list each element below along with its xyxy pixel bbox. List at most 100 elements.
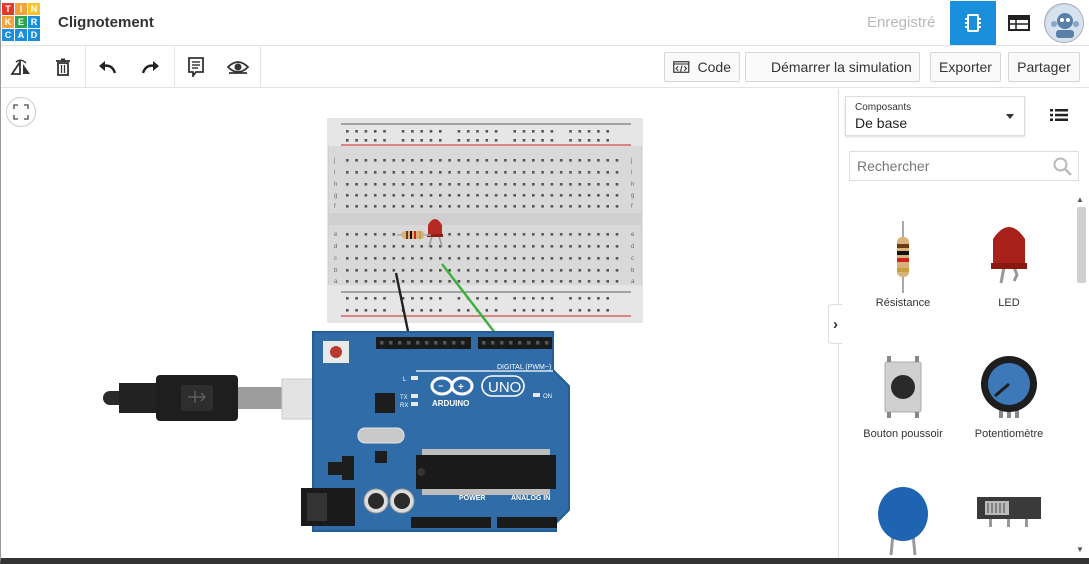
power-label: POWER <box>459 495 485 502</box>
component-capacitor[interactable] <box>853 479 953 558</box>
arduino-uno-board[interactable]: DIGITAL (PWM~) − + ARDUINO UNO L TX RX <box>301 331 570 532</box>
logo-letter: K <box>2 16 14 28</box>
code-button[interactable]: Code <box>664 52 740 82</box>
logo-letter: T <box>2 3 14 15</box>
panel-collapse-button[interactable]: › <box>828 304 842 344</box>
arduino-logo-icon: − + <box>430 376 474 396</box>
component-slide-switch[interactable] <box>959 479 1059 558</box>
potentiometer-icon <box>981 356 1037 418</box>
capacitor-icon <box>878 487 928 556</box>
analog-in-label: ANALOG IN <box>511 495 550 502</box>
table-icon <box>1008 15 1030 31</box>
usb-cable[interactable] <box>103 375 351 421</box>
dropdown-value: De base <box>855 115 908 131</box>
robot-avatar-icon <box>1046 5 1083 42</box>
logo-letter: N <box>28 3 40 15</box>
logo-letter: D <box>28 29 40 41</box>
user-avatar[interactable] <box>1044 3 1084 43</box>
svg-text:c: c <box>631 256 634 262</box>
component-label: Résistance <box>875 297 931 309</box>
resistor-icon <box>897 221 909 293</box>
svg-text:f: f <box>334 204 336 210</box>
fit-view-icon <box>13 104 29 120</box>
black-wire[interactable] <box>394 272 412 342</box>
project-title[interactable]: Clignotement <box>58 14 154 31</box>
logo-letter: E <box>15 16 27 28</box>
svg-text:−: − <box>438 381 443 391</box>
component-pushbutton[interactable]: Bouton poussoir <box>853 348 953 440</box>
undo-button[interactable] <box>93 53 123 81</box>
delete-button[interactable] <box>48 53 78 81</box>
share-button-label: Partager <box>1017 59 1071 75</box>
list-icon <box>1050 109 1068 121</box>
l-led-label: L <box>403 377 407 383</box>
schematic-view-button[interactable] <box>996 1 1042 45</box>
redo-button[interactable] <box>135 53 165 81</box>
share-button[interactable]: Partager <box>1008 52 1080 82</box>
pushbutton-icon <box>884 356 922 418</box>
svg-text:+: + <box>458 382 464 393</box>
component-led[interactable]: LED <box>959 217 1059 309</box>
dropdown-caption: Composants <box>855 102 912 113</box>
svg-text:g: g <box>334 193 337 199</box>
svg-text:e: e <box>631 232 635 238</box>
undo-icon <box>99 61 117 74</box>
start-simulation-label: Démarrer la simulation <box>771 59 912 75</box>
svg-text:i: i <box>334 170 335 176</box>
component-label: LED <box>998 297 1020 309</box>
save-status: Enregistré <box>867 14 936 31</box>
fit-view-button[interactable] <box>6 97 36 127</box>
components-category-dropdown[interactable]: Composants De base <box>845 96 1025 136</box>
trash-icon <box>56 58 70 76</box>
svg-text:i: i <box>631 170 632 176</box>
svg-text:d: d <box>631 244 634 250</box>
search-input[interactable] <box>850 152 1050 180</box>
components-panel: Composants De base ▲ ▼ <box>838 89 1089 558</box>
arduino-model-label: UNO <box>488 379 521 396</box>
search-box <box>849 151 1079 181</box>
green-wire[interactable] <box>441 263 503 343</box>
note-icon <box>188 57 204 77</box>
scrollbar-thumb[interactable] <box>1077 207 1086 283</box>
rotate-icon <box>10 59 30 75</box>
svg-text:b: b <box>334 268 338 274</box>
component-potentiometer[interactable]: Potentiomètre <box>959 348 1059 440</box>
component-resistor[interactable]: Résistance <box>853 217 953 309</box>
rotate-button[interactable] <box>6 53 36 81</box>
component-label: Bouton poussoir <box>863 428 943 440</box>
visibility-button[interactable] <box>223 53 253 81</box>
search-icon[interactable] <box>1053 157 1072 176</box>
code-icon <box>673 61 690 73</box>
led-on-breadboard[interactable] <box>427 219 443 248</box>
panel-scrollbar[interactable]: ▲ ▼ <box>1075 195 1087 558</box>
export-button[interactable]: Exporter <box>930 52 1001 82</box>
resistor-on-breadboard[interactable] <box>397 231 431 239</box>
tx-label: TX <box>400 395 408 401</box>
svg-text:f: f <box>631 204 633 210</box>
rx-label: RX <box>400 403 408 409</box>
chevron-right-icon: › <box>833 315 838 333</box>
chevron-down-icon <box>1006 114 1014 119</box>
editor-toolbar: Code Démarrer la simulation Exporter Par… <box>1 46 1089 88</box>
start-simulation-button[interactable]: Démarrer la simulation <box>745 52 920 82</box>
svg-text:a: a <box>631 279 635 285</box>
on-label: ON <box>543 394 552 400</box>
svg-text:h: h <box>334 182 337 188</box>
logo-letter: A <box>15 29 27 41</box>
code-button-label: Code <box>697 59 731 75</box>
svg-text:j: j <box>333 158 335 164</box>
svg-text:b: b <box>631 268 635 274</box>
notes-button[interactable] <box>181 53 211 81</box>
svg-text:h: h <box>631 182 634 188</box>
list-view-button[interactable] <box>1044 103 1074 127</box>
svg-text:e: e <box>334 232 338 238</box>
export-button-label: Exporter <box>939 59 992 75</box>
led-icon <box>991 227 1027 284</box>
circuit-view-button[interactable] <box>950 1 996 45</box>
